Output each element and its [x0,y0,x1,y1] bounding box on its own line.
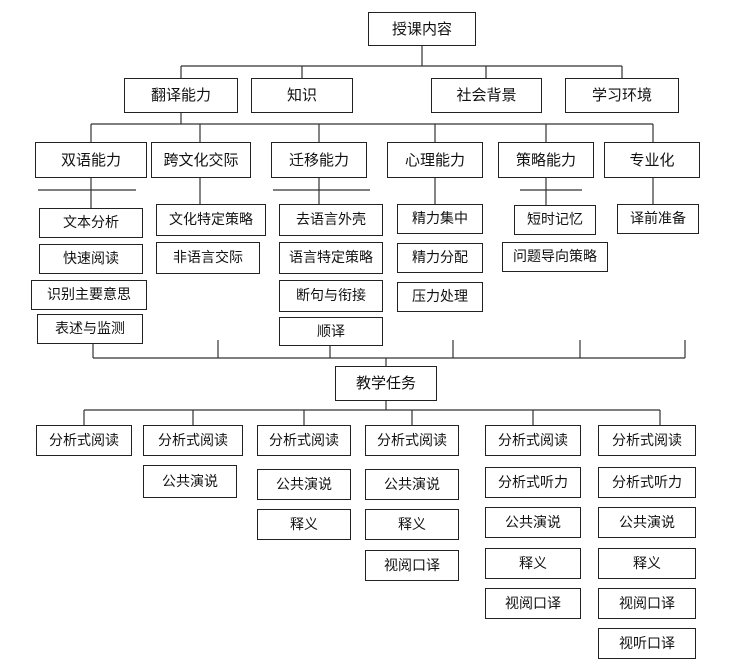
competency-item: 短时记忆 [514,205,596,235]
competency-item: 去语言外壳 [279,204,383,236]
category-node: 知识 [251,78,353,113]
competency-item: 精力分配 [397,243,483,273]
tasks-node: 教学任务 [335,366,437,401]
task-item: 分析式阅读 [257,425,351,456]
competency-item: 顺译 [279,317,383,346]
task-item: 释义 [598,548,696,579]
category-node: 学习环境 [565,78,679,113]
competency-node: 跨文化交际 [151,142,251,178]
task-item: 分析式阅读 [36,425,132,456]
task-item: 释义 [257,509,351,540]
root-node: 授课内容 [368,12,476,46]
task-item: 分析式阅读 [143,425,243,456]
competency-node: 心理能力 [387,142,483,178]
task-item: 公共演说 [257,469,351,500]
competency-item: 识别主要意思 [31,280,147,310]
task-item: 视阅口译 [365,550,459,581]
competency-item: 文本分析 [39,208,143,238]
task-item: 视阅口译 [485,588,581,619]
competency-node: 策略能力 [498,142,594,178]
task-item: 分析式阅读 [598,425,696,456]
task-item: 分析式听力 [598,467,696,498]
competency-item: 快速阅读 [39,244,143,274]
task-item: 视听口译 [598,628,696,659]
category-node: 翻译能力 [124,78,238,113]
competency-node: 迁移能力 [271,142,367,178]
competency-item: 表述与监测 [37,314,143,344]
competency-item: 非语言交际 [156,242,260,274]
competency-node: 双语能力 [35,142,147,178]
competency-item: 压力处理 [397,282,483,312]
task-item: 分析式阅读 [365,425,459,456]
competency-item: 译前准备 [617,204,699,234]
category-node: 社会背景 [431,78,542,113]
competency-item: 断句与衔接 [279,280,383,312]
task-item: 分析式阅读 [485,425,581,456]
task-item: 公共演说 [365,469,459,500]
task-item: 视阅口译 [598,588,696,619]
competency-item: 语言特定策略 [279,242,383,274]
task-item: 释义 [365,509,459,540]
competency-item: 问题导向策略 [502,242,608,272]
task-item: 释义 [485,548,581,579]
competency-item: 文化特定策略 [156,204,266,236]
task-item: 公共演说 [598,507,696,538]
task-item: 公共演说 [143,465,237,498]
task-item: 分析式听力 [485,467,581,498]
task-item: 公共演说 [485,507,581,538]
competency-node: 专业化 [604,142,700,178]
competency-item: 精力集中 [397,204,483,234]
